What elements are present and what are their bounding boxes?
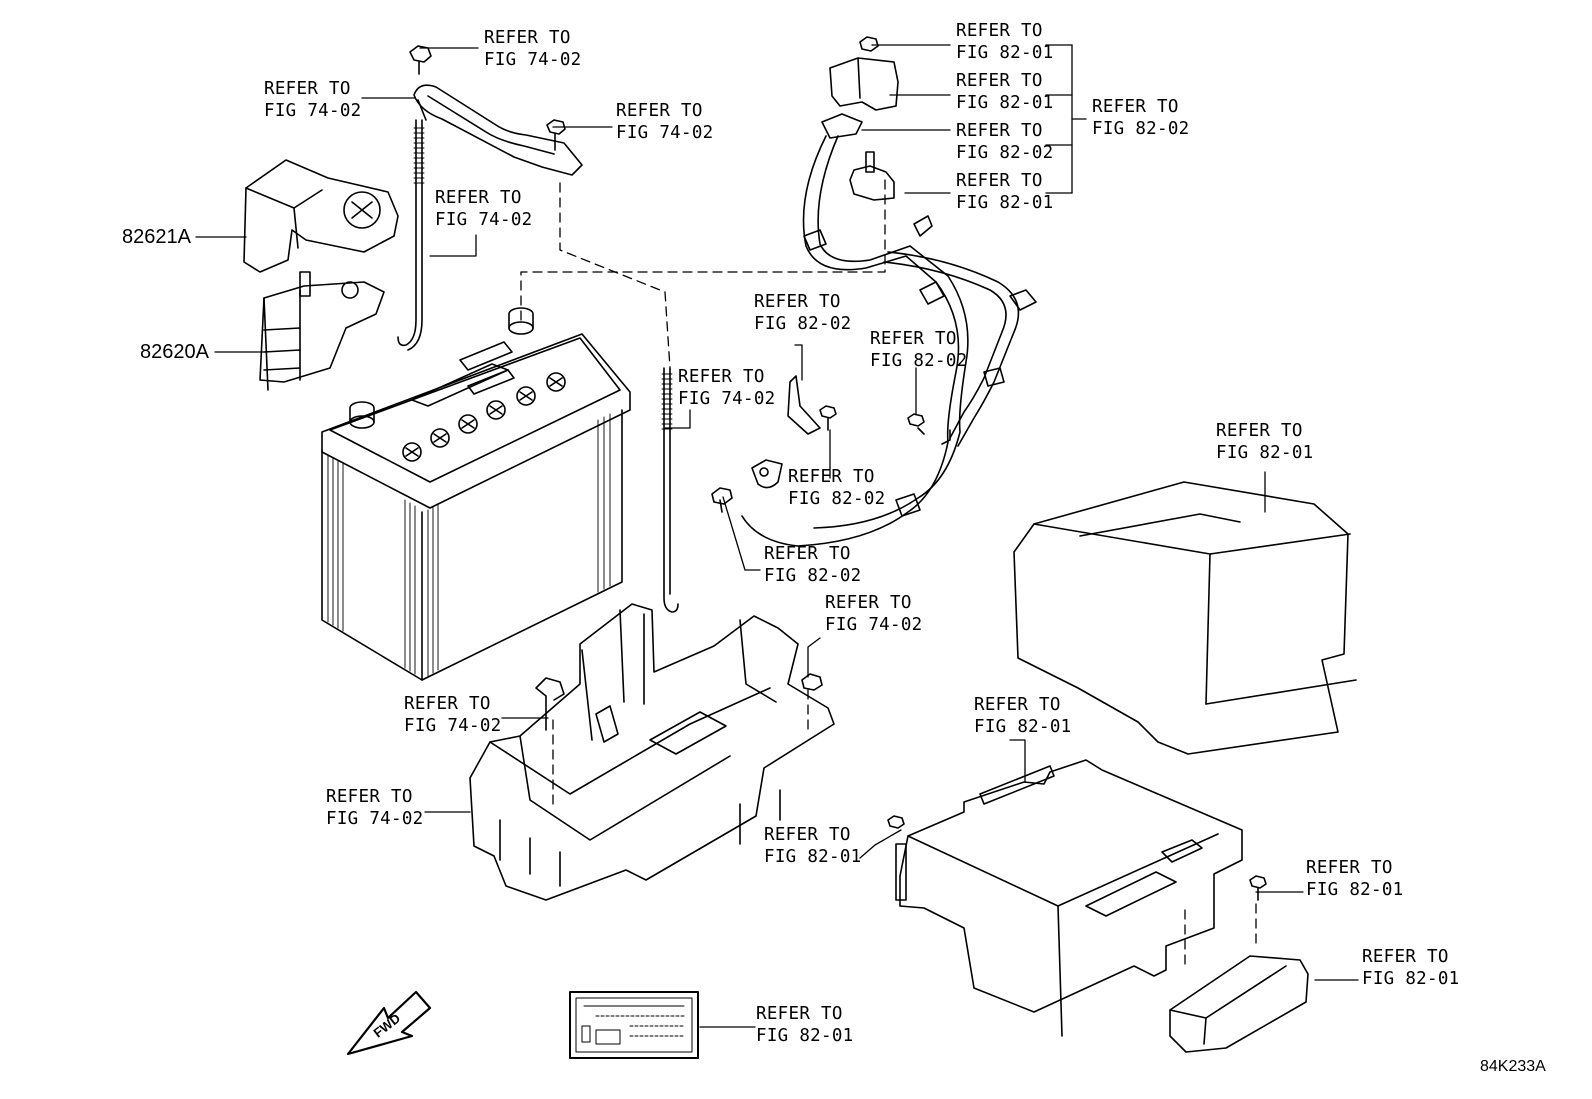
callout-label: REFER TO FIG 82-01: [1362, 947, 1460, 989]
callout-label: REFER TO FIG 74-02: [484, 28, 582, 70]
callout-label: REFER TO FIG 82-02: [764, 544, 862, 586]
callout-label: REFER TO FIG 74-02: [678, 367, 776, 409]
callout-label: REFER TO FIG 74-02: [435, 188, 533, 230]
callout-label: REFER TO FIG 82-02: [788, 467, 886, 509]
callout-label: REFER TO FIG 82-01: [974, 695, 1072, 737]
callout-label: REFER TO FIG 82-01: [956, 171, 1054, 213]
fwd-arrow-icon: [346, 990, 432, 1056]
callout-label: REFER TO FIG 82-02: [956, 121, 1054, 163]
terminal-82620a: [259, 271, 385, 391]
callout-label: REFER TO FIG 82-02: [870, 329, 968, 371]
lower-box: [887, 759, 1309, 1053]
battery-tray: [469, 603, 835, 901]
part-number-82621a: 82621A: [122, 226, 191, 248]
hold-down-clamp: [397, 45, 679, 613]
battery: [321, 307, 631, 681]
callout-label: REFER TO FIG 82-01: [1216, 421, 1314, 463]
callout-label: REFER TO FIG 82-01: [756, 1004, 854, 1046]
callout-label: REFER TO FIG 82-01: [1306, 858, 1404, 900]
battery-cable: [711, 36, 1037, 547]
terminal-cover-82621a: [243, 159, 399, 273]
callout-label: REFER TO FIG 82-01: [956, 21, 1054, 63]
part-number-82620a: 82620A: [140, 341, 209, 363]
callout-label: REFER TO FIG 82-01: [956, 71, 1054, 113]
callout-label: REFER TO FIG 74-02: [404, 694, 502, 736]
battery-cover-upper: [1013, 481, 1357, 755]
callout-label: REFER TO FIG 82-02: [1092, 97, 1190, 139]
callout-label: REFER TO FIG 74-02: [326, 787, 424, 829]
assembly-dashed-lines: [520, 179, 1257, 966]
figure-code: 84K233A: [1480, 1058, 1546, 1075]
callout-label: REFER TO FIG 74-02: [264, 79, 362, 121]
leader-lines: [195, 44, 1359, 1028]
callout-label: REFER TO FIG 74-02: [825, 593, 923, 635]
callout-label: REFER TO FIG 82-02: [754, 292, 852, 334]
callout-label: REFER TO FIG 74-02: [616, 101, 714, 143]
callout-label: REFER TO FIG 82-01: [764, 825, 862, 867]
warning-label-card: [569, 991, 699, 1059]
